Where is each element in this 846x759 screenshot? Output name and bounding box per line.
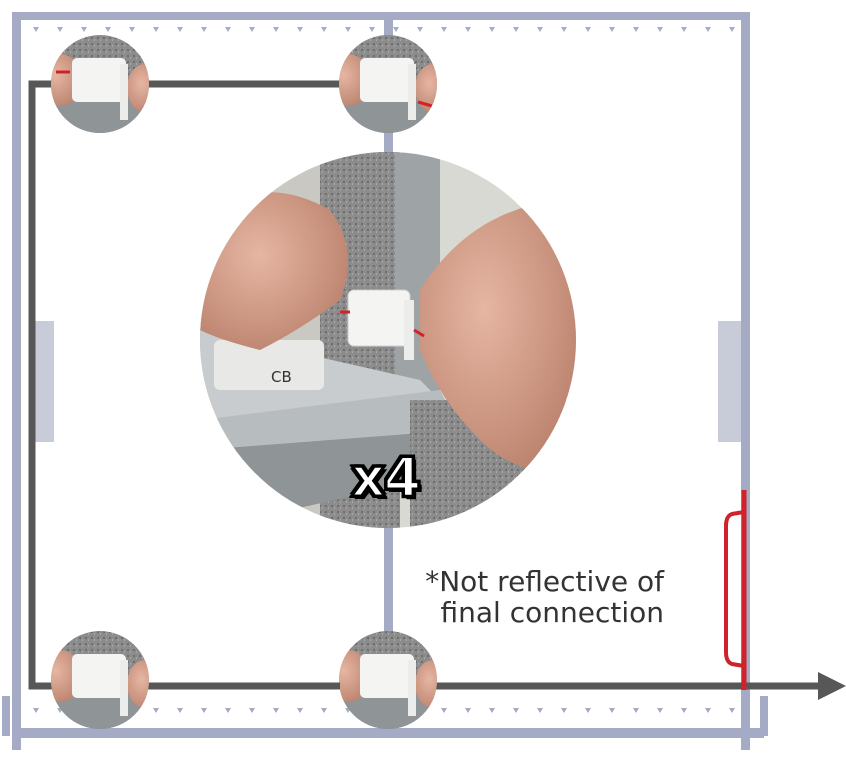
edge-marker — [297, 708, 303, 713]
edge-marker — [321, 27, 327, 32]
quantity-badge: x4 — [330, 448, 440, 508]
right-side-tab — [718, 321, 741, 442]
edge-marker — [441, 708, 447, 713]
note-line-2: final connection — [400, 597, 664, 628]
edge-marker — [297, 27, 303, 32]
edge-marker — [585, 27, 591, 32]
edge-marker — [273, 708, 279, 713]
edge-marker — [609, 27, 615, 32]
edge-marker — [201, 708, 207, 713]
edge-marker — [489, 27, 495, 32]
edge-marker — [345, 27, 351, 32]
edge-marker — [153, 708, 159, 713]
edge-marker — [177, 27, 183, 32]
edge-marker — [417, 27, 423, 32]
edge-marker — [153, 27, 159, 32]
edge-marker — [81, 27, 87, 32]
edge-marker — [225, 27, 231, 32]
edge-marker — [393, 27, 399, 32]
edge-marker — [57, 27, 63, 32]
arrow-right-icon — [818, 672, 846, 700]
edge-marker — [225, 708, 231, 713]
connection-note: *Not reflective of final connection — [400, 566, 664, 628]
photo-caption-cb: CB — [271, 368, 292, 386]
edge-marker — [705, 708, 711, 713]
edge-marker — [129, 27, 135, 32]
connector-photo-bottom-left — [38, 631, 163, 729]
edge-marker — [369, 27, 375, 32]
edge-marker — [729, 708, 735, 713]
edge-marker — [513, 27, 519, 32]
edge-marker — [705, 27, 711, 32]
edge-marker — [537, 708, 543, 713]
edge-marker — [633, 708, 639, 713]
connector-photo-bottom-middle — [326, 631, 451, 729]
edge-marker — [441, 27, 447, 32]
connector-photo-top-middle — [326, 35, 451, 133]
edge-marker — [657, 708, 663, 713]
edge-marker — [321, 708, 327, 713]
edge-marker — [489, 708, 495, 713]
edge-marker — [249, 708, 255, 713]
edge-marker — [633, 27, 639, 32]
edge-marker — [33, 27, 39, 32]
edge-marker — [537, 27, 543, 32]
edge-marker — [465, 27, 471, 32]
edge-marker — [729, 27, 735, 32]
edge-marker — [681, 27, 687, 32]
edge-marker — [609, 708, 615, 713]
edge-marker — [201, 27, 207, 32]
connector-photo-top-left — [38, 35, 163, 133]
edge-marker — [249, 27, 255, 32]
edge-marker — [513, 708, 519, 713]
edge-marker — [177, 708, 183, 713]
note-line-1: *Not reflective of — [400, 566, 664, 597]
edge-marker — [465, 708, 471, 713]
edge-marker — [657, 27, 663, 32]
edge-marker — [105, 27, 111, 32]
edge-marker — [33, 708, 39, 713]
edge-marker — [585, 708, 591, 713]
edge-marker — [561, 27, 567, 32]
edge-marker — [681, 708, 687, 713]
edge-marker — [273, 27, 279, 32]
edge-marker — [561, 708, 567, 713]
